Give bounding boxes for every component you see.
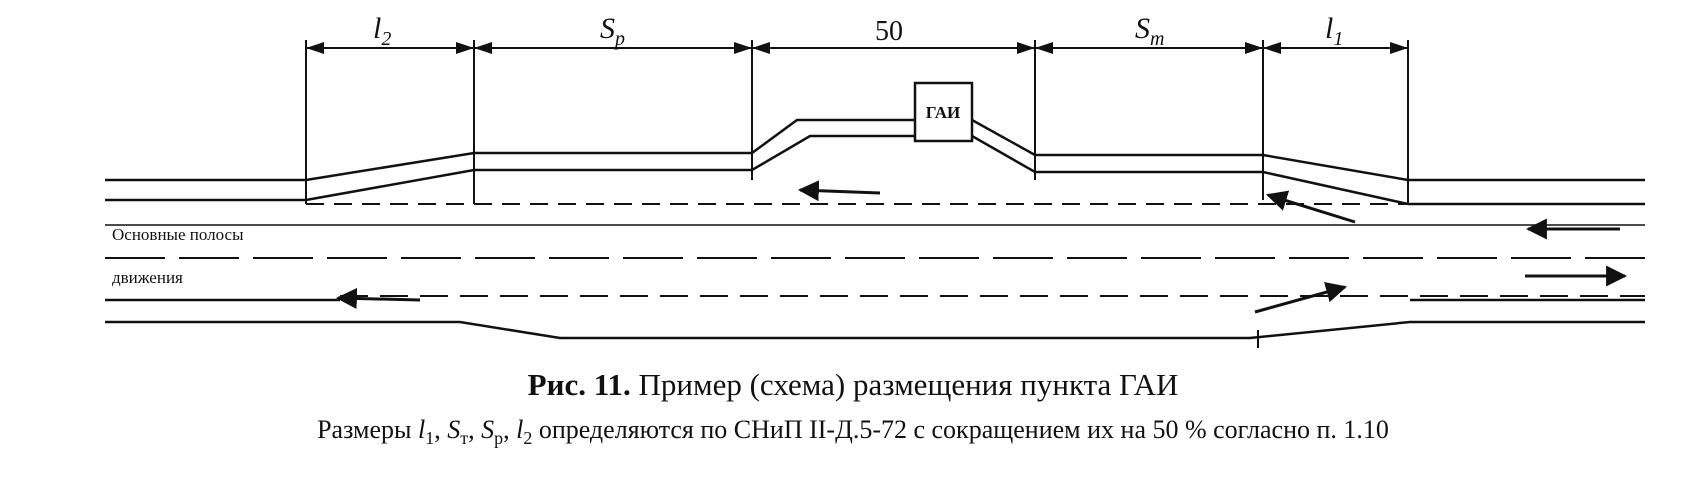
dim-label-sp: Sр [600,12,625,50]
main-lanes [105,224,1645,340]
upper-road-edges [105,118,1645,206]
arrow-exit-diagonal [1254,281,1348,314]
dimension-chain [305,40,1409,204]
dim-label-st: Sт [1135,12,1164,50]
traffic-arrows [335,180,1628,314]
pocket-inner-edge [305,134,915,202]
road-edge-lower [105,320,1645,340]
outer-edge-upper [971,118,1645,182]
checkpoint-post-label: ГАИ [926,103,960,122]
arrow-left-pocket [797,180,881,202]
dim-label-l2: l2 [373,12,391,50]
dim-label-l1: l1 [1325,12,1343,50]
caption-note: Размеры l1, Sт, Sр, l2 определяются по С… [317,415,1389,448]
dim-label-50: 50 [875,16,903,47]
arrow-entry-diagonal [1265,190,1356,224]
caption-title: Рис. 11. Пример (схема) размещения пункт… [528,367,1179,402]
lane-note: Основные полосы движения [112,225,248,287]
dimension-arrowheads [306,42,1408,54]
outer-edge-upper [105,118,915,182]
checkpoint-post: ГАИ [913,81,974,143]
arrow-left-lower [335,287,421,309]
pocket-inner-edge [971,134,1409,206]
